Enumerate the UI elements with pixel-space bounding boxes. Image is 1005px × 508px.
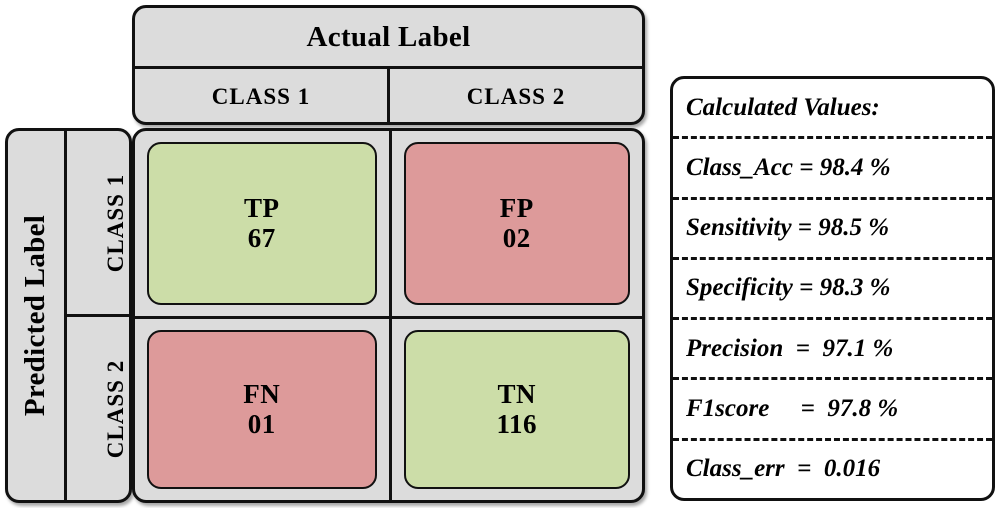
- matrix-cell-fp-label: FP: [499, 193, 534, 224]
- metric-row-precision: Precision = 97.1 %: [673, 317, 992, 377]
- calculated-values-panel: Calculated Values: Class_Acc = 98.4 % Se…: [670, 76, 995, 501]
- matrix-cell-fn-label: FN: [243, 379, 281, 410]
- matrix-cell-fn-value: 01: [247, 409, 276, 440]
- actual-class-2-header: CLASS 2: [387, 69, 642, 125]
- matrix-cell-tn-value: 116: [496, 409, 537, 440]
- predicted-class-col: CLASS 1 CLASS 2: [64, 131, 166, 500]
- matrix-cell-wrapper-fn: FN 01: [135, 315, 389, 501]
- matrix-cell-wrapper-fp: FP 02: [388, 131, 643, 316]
- metric-row-class-err: Class_err = 0.016: [673, 437, 992, 498]
- calculated-values-heading: Calculated Values:: [686, 93, 880, 121]
- metric-row-sensitivity: Sensitivity = 98.5 %: [673, 196, 992, 257]
- matrix-cell-fn[interactable]: FN 01: [147, 329, 377, 489]
- matrix-cell-fp[interactable]: FP 02: [403, 142, 630, 305]
- actual-class-row: CLASS 1 CLASS 2: [135, 66, 642, 125]
- matrix-cell-tn-label: TN: [497, 379, 536, 410]
- actual-label-header: Actual Label CLASS 1 CLASS 2: [132, 5, 645, 125]
- matrix-cell-tp-value: 67: [247, 223, 276, 254]
- predicted-label-header: Predicted Label CLASS 1 CLASS 2: [5, 128, 166, 503]
- matrix-cell-tp-label: TP: [243, 193, 280, 224]
- predicted-class-2-header: CLASS 2: [67, 314, 166, 500]
- matrix-cell-tp[interactable]: TP 67: [147, 142, 377, 305]
- metric-row-class-acc: Class_Acc = 98.4 %: [673, 136, 992, 196]
- predicted-label-title: Predicted Label: [8, 131, 64, 500]
- matrix-cell-tn[interactable]: TN 116: [403, 329, 630, 489]
- metric-row-f1score: F1score = 97.8 %: [673, 377, 992, 437]
- matrix-cell-fp-value: 02: [502, 223, 531, 254]
- predicted-class-1-text: CLASS 1: [103, 173, 129, 272]
- predicted-class-2-text: CLASS 2: [103, 359, 129, 458]
- metric-row-specificity: Specificity = 98.3 %: [673, 256, 992, 317]
- actual-class-1-header: CLASS 1: [211, 84, 311, 109]
- confusion-matrix-body: TP 67 FP 02 FN 01 TN 116: [132, 128, 645, 503]
- predicted-label-title-text: Predicted Label: [19, 214, 52, 417]
- actual-label-title: Actual Label: [306, 20, 471, 53]
- matrix-cell-wrapper-tn: TN 116: [388, 315, 642, 500]
- matrix-cell-wrapper-tp: TP 67: [135, 131, 389, 316]
